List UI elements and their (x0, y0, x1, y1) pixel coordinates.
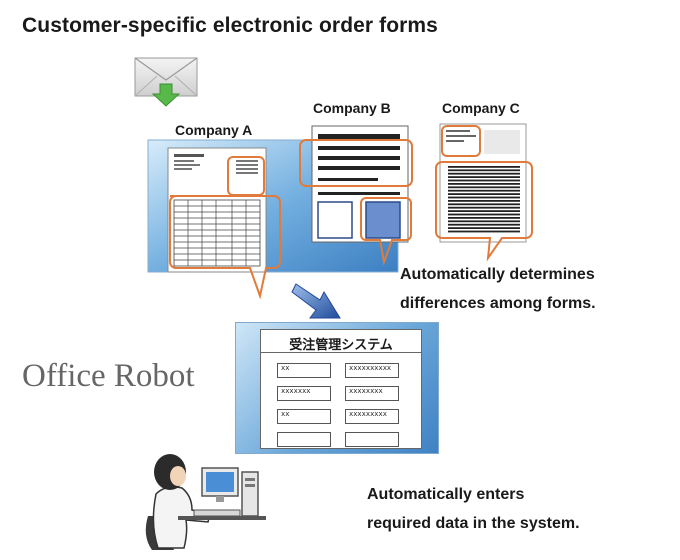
caption-determine: Automatically determines differences amo… (400, 260, 596, 318)
system-field-8[interactable] (345, 432, 399, 447)
company-b-label: Company B (313, 100, 391, 116)
flow-arrow-icon (291, 283, 341, 319)
order-forms-illustration (147, 123, 533, 300)
system-field-3[interactable]: xxxxxxx (277, 386, 331, 401)
callout-b-header (299, 139, 413, 187)
system-field-4[interactable]: xxxxxxxx (345, 386, 399, 401)
company-a-label: Company A (175, 122, 253, 138)
download-arrow-icon (151, 83, 181, 107)
caption-determine-line1: Automatically determines (400, 266, 595, 283)
company-a-form (167, 147, 267, 273)
person-at-computer-icon (145, 454, 266, 550)
system-field-6[interactable]: xxxxxxxxx (345, 409, 399, 424)
callout-c-lines (435, 161, 533, 262)
office-robot-label: Office Robot (22, 358, 195, 394)
caption-enter-line2: required data in the system. (367, 515, 580, 532)
system-field-1[interactable]: xx (277, 363, 331, 378)
caption-enter: Automatically enters required data in th… (367, 480, 580, 538)
email-envelope-icon (134, 57, 198, 107)
company-c-label: Company C (442, 100, 520, 116)
caption-enter-line1: Automatically enters (367, 486, 525, 503)
system-title: 受注管理システム (261, 330, 421, 353)
system-field-5[interactable]: xx (277, 409, 331, 424)
caption-determine-line2: differences among forms. (400, 295, 596, 312)
page-title: Customer-specific electronic order forms (22, 14, 438, 37)
system-field-2[interactable]: xxxxxxxxxx (345, 363, 399, 378)
system-window: 受注管理システム xx xxxxxxxxxx xxxxxxx xxxxxxxx … (260, 329, 422, 449)
callout-a-table (169, 195, 281, 300)
callout-b-stamp (360, 197, 412, 266)
callout-c-header (441, 125, 481, 157)
system-screen: 受注管理システム xx xxxxxxxxxx xxxxxxx xxxxxxxx … (235, 322, 439, 454)
system-field-7[interactable] (277, 432, 331, 447)
